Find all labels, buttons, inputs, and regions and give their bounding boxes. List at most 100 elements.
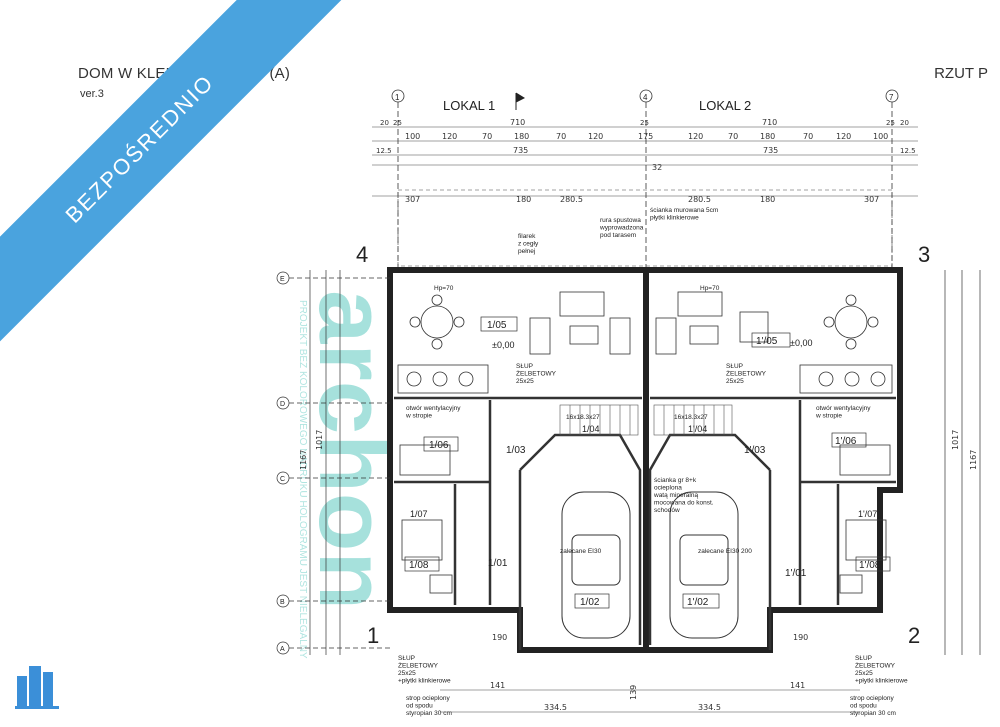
note-stopnie-2-text: 16x18.3x27	[674, 414, 708, 421]
room-1-06: 1/06	[429, 440, 449, 451]
dim-175: 175	[638, 132, 653, 141]
dim-1017-left: 1017	[315, 430, 324, 450]
note-slup-1-text-line: 25x25	[516, 378, 534, 385]
axis-7-label: 7	[889, 93, 894, 102]
dim-141-b: 141	[790, 681, 805, 690]
axis-B-label: B	[280, 599, 285, 606]
bathroom-fixtures	[399, 444, 891, 594]
note-zelbet-b-text-line: 25x25	[855, 670, 873, 677]
note-slup-2-text-line: 25x25	[726, 378, 744, 385]
note-zelbet-text-line: 25x25	[398, 670, 416, 677]
note-zelbet-b-text-line: ŻELBETOWY	[855, 661, 896, 670]
sofa-set-right	[655, 291, 769, 355]
corner-1: 1	[367, 623, 379, 648]
buildings-logo-icon	[15, 666, 59, 709]
sofa-set-left	[529, 291, 631, 355]
note-rura-text-line: wyprowadzona	[599, 225, 644, 232]
dim-100-a: 100	[405, 132, 420, 141]
note-zalecane-b-text: zalecane EI30 200	[698, 548, 752, 555]
dim-1167-right: 1167	[969, 450, 978, 470]
axis-markers-top	[391, 89, 899, 270]
dim-180-a: 180	[514, 132, 529, 141]
note-otwor-text-line: w stropie	[405, 413, 432, 420]
note-scianka-text: ścianka murowana 5cm	[650, 207, 718, 214]
corner-4: 4	[356, 242, 368, 267]
grid-axes-side	[276, 270, 981, 655]
note-strop-text: strop ocieplony	[406, 695, 450, 702]
note-rura-text: rura spustowa	[600, 217, 641, 224]
car-right	[669, 491, 739, 639]
note-zalecane-text: zalecane EI30	[560, 548, 602, 555]
note-zelbet-text-line: +płytki klinkierowe	[398, 678, 451, 685]
room-1-02: 1/02	[580, 597, 600, 608]
dim-280-5-b: 280.5	[688, 195, 711, 204]
dim-1167-left: 1167	[299, 450, 308, 470]
note-hp2-text: Hp=70	[700, 285, 720, 292]
room-1p-01: 1'/01	[785, 568, 807, 579]
dim-334-5-b: 334.5	[698, 703, 721, 712]
dim-120-b: 120	[588, 132, 603, 141]
dim-120-c: 120	[688, 132, 703, 141]
note-strop-text-line: od spodu	[406, 703, 433, 710]
dim-180-c: 180	[516, 195, 531, 204]
note-scianka-text-line: płytki klinkierowe	[650, 215, 699, 222]
dim-307-b: 307	[864, 195, 879, 204]
stairs-left	[559, 404, 639, 436]
note-otwor-b-text-line: w stropie	[815, 413, 842, 420]
watermark-side-text: PROJEKT BEZ KOLOROWEGO NADRUKU HOLOGRAMU…	[297, 300, 308, 659]
room-labels: 1/05 ±0,00 1'/05 ±0,00 1/06 1'/06 1/03 1…	[404, 316, 891, 609]
note-zalecane-b: zalecane EI30 200	[698, 548, 752, 555]
dim-top-710-b: 710	[762, 118, 777, 127]
dim-70-b: 70	[556, 132, 566, 141]
note-strop-text-line: styropian 30 cm	[406, 710, 452, 717]
drawing-version: ver.3	[80, 88, 104, 100]
dim-20-a: 20	[380, 119, 389, 127]
room-1-04: 1/04	[582, 424, 600, 434]
dim-280-5-a: 280.5	[560, 195, 583, 204]
room-1p-03: 1'/03	[744, 445, 766, 456]
sheet-label: RZUT P	[934, 65, 988, 82]
note-hp-text: Hp=70	[434, 285, 454, 292]
corner-2: 2	[908, 623, 920, 648]
dining-table-left	[409, 294, 465, 350]
dim-190-a: 190	[492, 633, 507, 642]
room-1-08: 1/08	[409, 560, 429, 571]
note-filarek-text-line: pełnej	[518, 248, 535, 255]
note-filarek-text-line: z cegły	[518, 241, 539, 248]
dim-139: 139	[629, 685, 638, 700]
room-1-05-level: ±0,00	[492, 340, 514, 350]
room-1-07: 1/07	[410, 509, 428, 519]
room-1p-08: 1'/08	[859, 560, 881, 571]
lokal-1-label: LOKAL 1	[443, 98, 495, 113]
room-1p-06: 1'/06	[835, 436, 857, 447]
dim-307-a: 307	[405, 195, 420, 204]
dim-120-a: 120	[442, 132, 457, 141]
car-left	[561, 491, 631, 639]
note-filarek-text: filarek	[518, 233, 536, 240]
dining-table-right	[823, 294, 879, 350]
note-zelbet-text: SŁUP	[398, 655, 415, 662]
axis-A-label: A	[280, 646, 285, 653]
axis-1-label: 1	[395, 93, 400, 102]
note-otwor-b-text: otwór wentylacyjny	[816, 405, 871, 412]
axis-E-label: E	[280, 276, 285, 283]
note-zelbet-b-text: SŁUP	[855, 655, 872, 662]
note-hp2: Hp=70	[700, 285, 720, 292]
dim-141-a: 141	[490, 681, 505, 690]
room-1-05: 1/05	[487, 320, 507, 331]
dim-top-710-a: 710	[510, 118, 525, 127]
note-stopnie-1-text: 16x18.3x27	[566, 414, 600, 421]
note-zelbet-b-text-line: +płytki klinkierowe	[855, 678, 908, 685]
dim-70-c: 70	[728, 132, 738, 141]
note-slup-2-text: SŁUP	[726, 363, 743, 370]
